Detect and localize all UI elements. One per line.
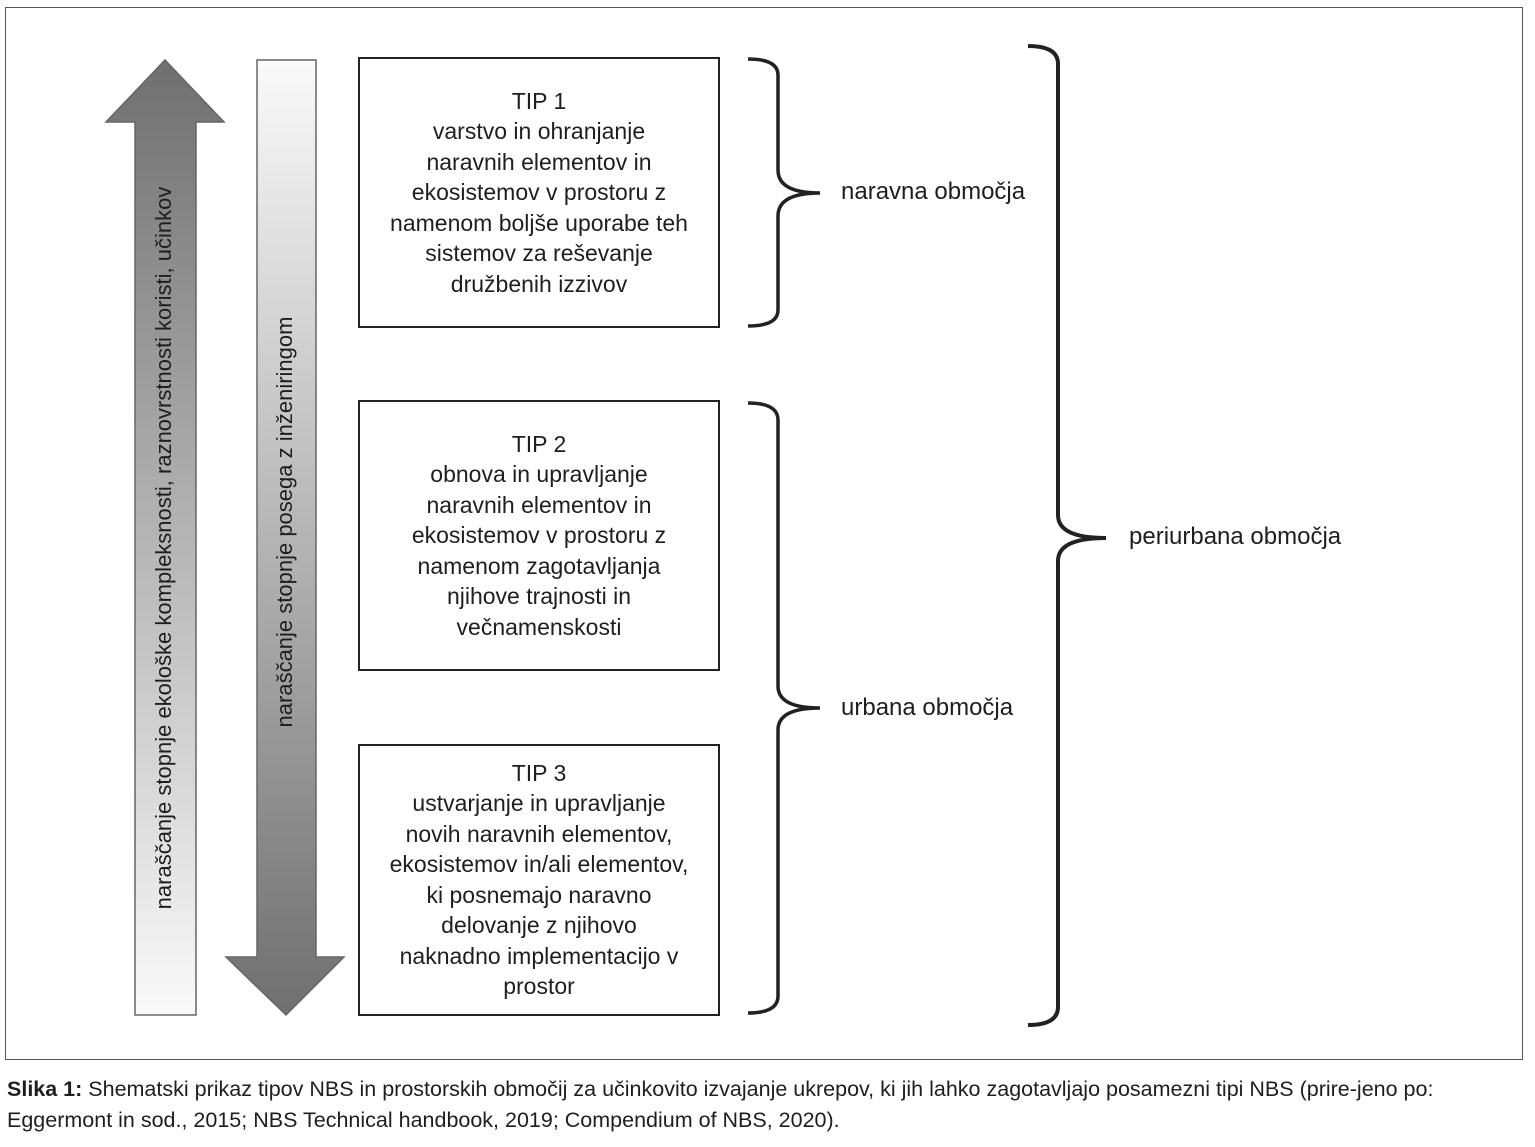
type-box-3: TIP 3 ustvarjanje in upravljanje novih n… — [358, 744, 720, 1016]
down-arrow-label: naraščanje stopnje posega z inženiringom — [272, 316, 297, 728]
type-box-2: TIP 2 obnova in upravljanje naravnih ele… — [358, 400, 720, 671]
figure-frame — [5, 7, 1523, 1060]
type-title-1: TIP 1 — [511, 88, 567, 114]
down-arrow — [224, 59, 346, 1017]
area-label-periurban: periurbana območja — [1129, 523, 1342, 550]
area-label-urban: urbana območja — [841, 694, 1014, 721]
figure-caption: Slika 1: Shematski prikaz tipov NBS in p… — [7, 1074, 1527, 1136]
up-arrow-label: naraščanje stopnje ekološke kompleksnost… — [151, 186, 176, 910]
type-description-1: varstvo in ohranjanje naravnih elementov… — [390, 118, 688, 297]
caption-label: Slika 1: — [7, 1077, 83, 1101]
type-title-2: TIP 2 — [511, 431, 567, 457]
bracket-periurban — [1027, 44, 1107, 1027]
type-description-3: ustvarjanje in upravljanje novih naravni… — [389, 790, 689, 1000]
type-box-1: TIP 1 varstvo in ohranjanje naravnih ele… — [358, 57, 720, 328]
up-arrow — [104, 58, 226, 1016]
caption-text: Shematski prikaz tipov NBS in prostorski… — [7, 1077, 1434, 1132]
bracket-natural — [747, 57, 821, 328]
bracket-urban — [747, 401, 821, 1015]
type-title-3: TIP 3 — [511, 760, 567, 787]
area-label-natural: naravna območja — [841, 178, 1026, 205]
type-description-2: obnova in upravljanje naravnih elementov… — [411, 461, 667, 640]
